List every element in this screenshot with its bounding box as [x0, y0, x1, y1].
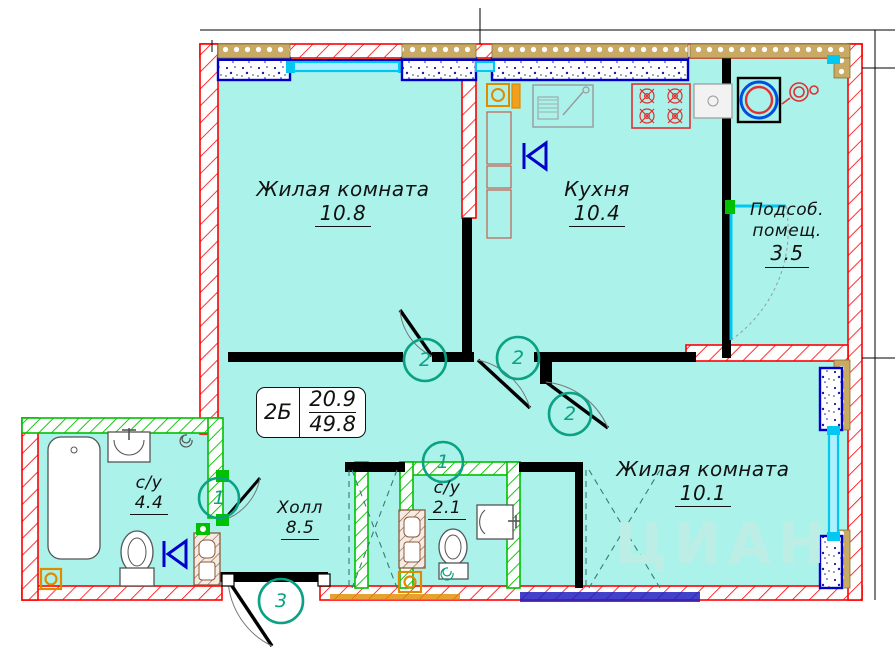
room-label-living-room-left: Жилая комната 10.8 — [248, 177, 438, 228]
stamp-divider — [298, 388, 301, 437]
room-label-hall: Холл 8.5 — [252, 498, 348, 541]
room-name: Жилая комната — [256, 177, 430, 201]
room-name: Кухня — [564, 177, 630, 201]
room-label-living-room-right: Жилая комната 10.1 — [608, 457, 798, 508]
windows-bottom — [330, 592, 700, 602]
total-area-value: 49.8 — [309, 412, 357, 437]
door-marker-circles — [197, 335, 593, 625]
bathroom-main-fixtures — [39, 428, 221, 591]
marker-number: 2 — [511, 347, 525, 369]
room-area: 10.4 — [568, 201, 626, 228]
door-marker-kitchen: 2 — [496, 336, 540, 380]
marker-number: 2 — [418, 349, 432, 371]
room-area: 10.8 — [314, 201, 372, 228]
room-name: с/у — [433, 478, 461, 498]
room-area: 4.4 — [129, 493, 169, 516]
room-name-line2: помещ. — [752, 220, 822, 241]
watermark-text: ЦИАН — [615, 512, 833, 577]
bathroom-second-fixtures — [397, 504, 520, 594]
stamp-fraction-bar — [309, 411, 357, 414]
marker-number: 3 — [274, 590, 288, 612]
room-name: Жилая комната — [616, 457, 790, 481]
room-label-kitchen: Кухня 10.4 — [533, 177, 661, 228]
room-area: 8.5 — [280, 518, 320, 541]
apartment-type: 2Б — [264, 400, 292, 425]
doors — [216, 309, 610, 647]
living-area-value: 20.9 — [309, 387, 357, 411]
room-area: 3.5 — [765, 241, 809, 268]
room-label-utility: Подсоб. помещ. 3.5 — [737, 200, 837, 268]
door-marker-living-right: 2 — [548, 392, 592, 436]
room-name: с/у — [135, 473, 163, 493]
room-name: Холл — [277, 498, 323, 518]
direction-marker-bathroom — [162, 538, 188, 570]
room-area: 10.1 — [674, 481, 732, 508]
utility-room — [725, 200, 789, 341]
marker-number: 2 — [563, 403, 577, 425]
room-area: 2.1 — [427, 498, 467, 521]
door-marker-bath-second: 1 — [421, 440, 465, 484]
windows-right — [818, 55, 851, 590]
door-marker-living-left: 2 — [403, 338, 447, 382]
marker-number: 1 — [212, 487, 226, 509]
room-label-bathroom-second: с/у 2.1 — [412, 478, 482, 521]
closet-zones — [348, 469, 661, 589]
marker-number: 1 — [436, 451, 450, 473]
reference-lines — [200, 8, 895, 600]
room-label-bathroom-main: с/у 4.4 — [110, 473, 188, 516]
apartment-areas: 20.9 49.8 — [300, 388, 365, 437]
kitchen-fixtures — [486, 76, 819, 239]
room-name-line1: Подсоб. — [749, 200, 825, 220]
direction-marker-kitchen — [522, 140, 548, 172]
door-marker-bath-main: 1 — [197, 476, 241, 520]
windows-top — [216, 43, 851, 82]
watermark: ЦИАН — [615, 512, 832, 577]
door-marker-entrance: 3 — [259, 579, 303, 623]
apartment-stamp: 2Б 20.9 49.8 — [256, 387, 367, 438]
